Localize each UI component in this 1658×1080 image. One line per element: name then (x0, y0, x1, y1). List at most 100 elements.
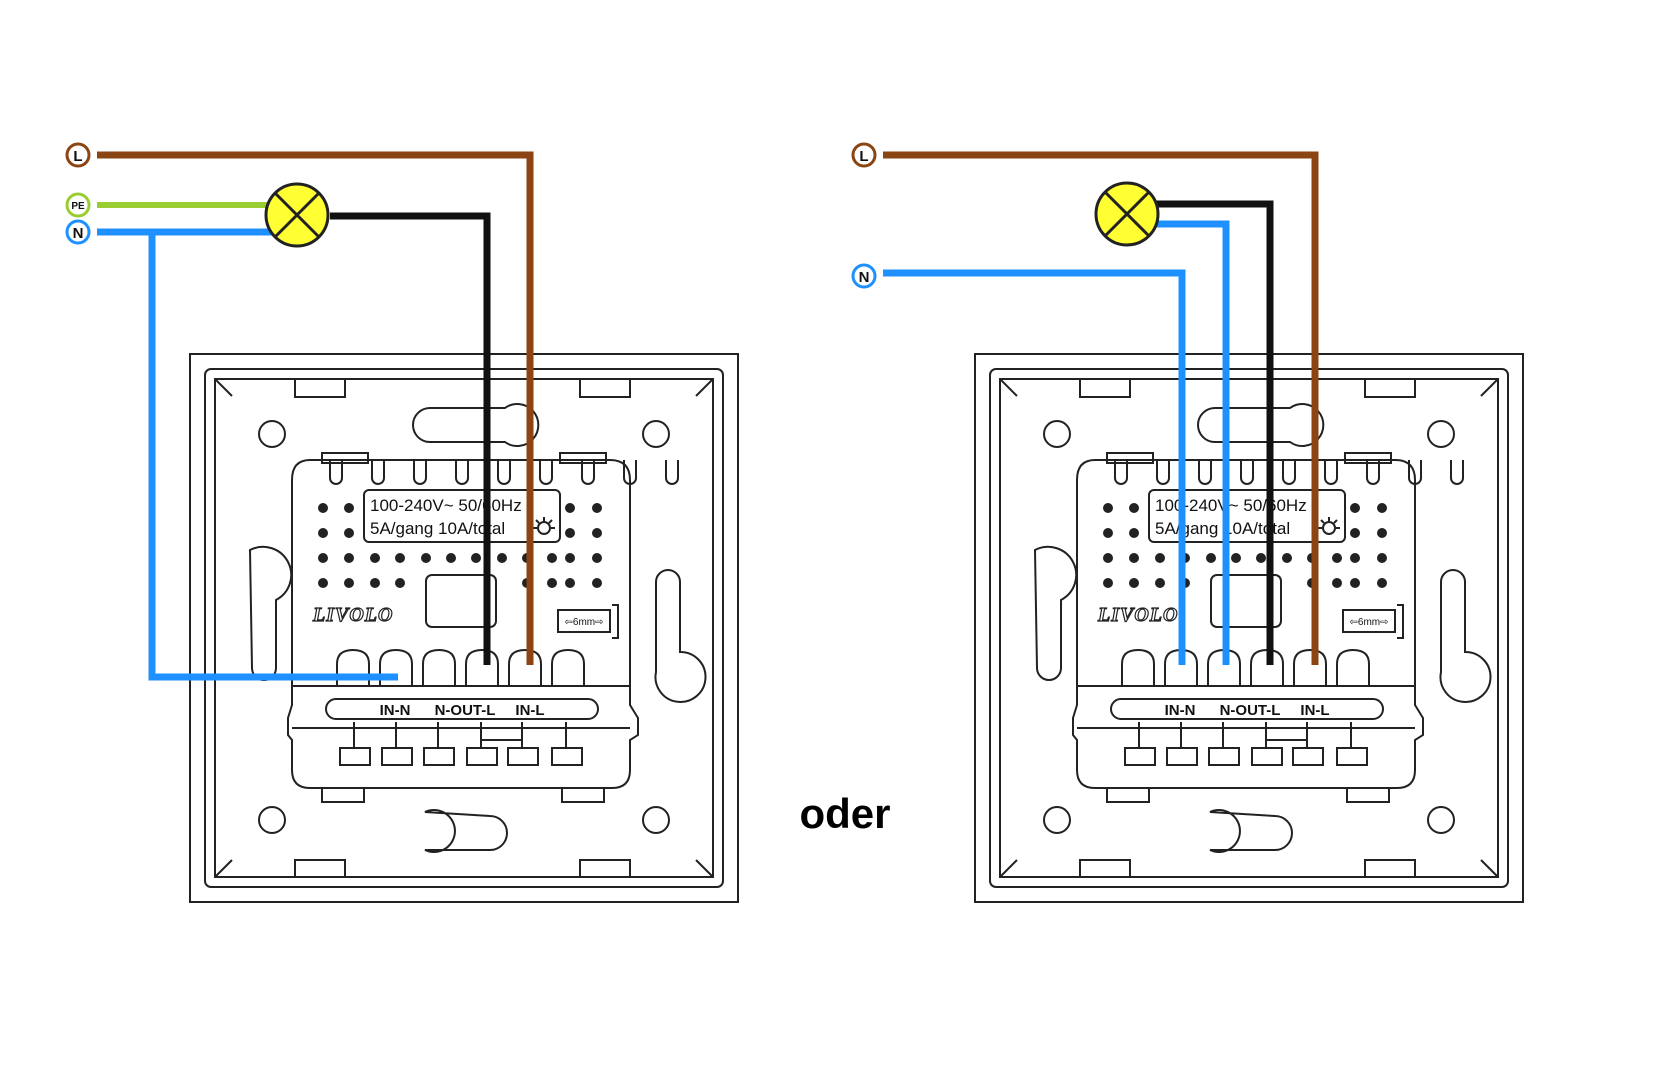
left-label-live-circle (65, 142, 91, 168)
left-diagram: 100-240V~ 50/60Hz 5A/gang 10A/totalLIVOLO… (65, 142, 739, 903)
terminal-0 (336, 648, 370, 687)
center-window (1210, 574, 1282, 628)
left-label-earth-text: PE (71, 201, 85, 212)
vent-dot-3-6 (565, 578, 575, 588)
screw-hole-0 (1043, 420, 1071, 448)
vent-dot-3-3 (395, 578, 405, 588)
vent-dot-2-4 (421, 553, 431, 563)
vent-dot-2-7 (1282, 553, 1292, 563)
slot-top (1197, 403, 1325, 447)
left-output-wire (330, 212, 491, 665)
vent-dot-2-11 (592, 553, 602, 563)
terminal-4 (508, 648, 542, 687)
rating-line-2: 5A/gang 10A/total (370, 519, 505, 538)
left-label-live: L (65, 142, 91, 168)
vent-dot-3-2 (1155, 578, 1165, 588)
vent-dot-2-5 (1231, 553, 1241, 563)
top-tab-6 (1366, 460, 1380, 485)
inner-frame (204, 368, 724, 888)
screw-hole-2 (258, 806, 286, 834)
clip-bottom-left (294, 859, 346, 878)
vent-dot-2-11 (1377, 553, 1387, 563)
top-tab-1 (371, 460, 385, 485)
chamfer-bl (999, 859, 1018, 878)
outer-frame (189, 353, 739, 903)
bottom-pin-2 (1208, 747, 1240, 766)
vent-dot-3-0 (1103, 578, 1113, 588)
left-lamp-cross-b (273, 191, 321, 239)
strip-gauge-box (1342, 609, 1396, 633)
separator-text: oder (799, 790, 890, 837)
clip-top-right (579, 378, 631, 398)
slot-bottom (424, 809, 508, 853)
left-neutral-to-module-wire (148, 232, 398, 681)
module-body (287, 459, 639, 789)
strip-gauge-bracket (612, 604, 619, 639)
bulb-ray-4 (548, 519, 553, 524)
vent-dot-3-2 (370, 578, 380, 588)
strip-gauge-text: ⇦6mm⇨ (1350, 617, 1389, 628)
clip-top-left (1079, 378, 1131, 398)
module-body (1072, 459, 1424, 789)
clip-bottom-left (1079, 859, 1131, 878)
left-label-live-text: L (73, 148, 82, 165)
terminal-label-in-n: IN-N (1165, 702, 1196, 719)
vent-dot-2-10 (565, 553, 575, 563)
right-label-neutral-circle (851, 263, 877, 289)
top-tab-7 (1408, 460, 1422, 485)
vent-dot-3-1 (344, 578, 354, 588)
vent-dot-2-4 (1206, 553, 1216, 563)
bottom-bridge (480, 739, 523, 748)
screw-hole-0 (258, 420, 286, 448)
rating-line-1: 100-240V~ 50/60Hz (370, 496, 522, 515)
terminal-label-n-out-l: N-OUT-L (435, 702, 496, 719)
vent-dot-2-1 (344, 553, 354, 563)
bulb-symbol-icon (537, 521, 551, 535)
foot-left (1106, 787, 1150, 803)
terminal-5 (551, 648, 585, 687)
inner-frame (989, 368, 1509, 888)
top-tab-4 (1282, 460, 1296, 485)
vent-dot-0-2 (1350, 503, 1360, 513)
right-neutral-from-lamp-wire (1150, 220, 1230, 665)
vent-dot-1-2 (565, 528, 575, 538)
left-label-earth: PE (65, 192, 91, 218)
left-lamp (264, 182, 330, 248)
terminal-2 (422, 648, 456, 687)
screw-hole-3 (1427, 806, 1455, 834)
rating-box (1148, 489, 1346, 543)
top-tab-7 (623, 460, 637, 485)
terminal-label-bar (325, 698, 599, 720)
vent-dot-2-1 (1129, 553, 1139, 563)
right-label-neutral-text: N (859, 269, 870, 286)
brand-logo-text: LIVOLO (312, 604, 393, 626)
top-cap-left (321, 452, 369, 464)
rating-line-1: 100-240V~ 50/60Hz (1155, 496, 1307, 515)
terminal-4 (1293, 648, 1327, 687)
vent-dot-3-0 (318, 578, 328, 588)
chamfer-tr (695, 378, 714, 397)
bottom-pin-1 (1166, 747, 1198, 766)
vent-dot-3-7 (592, 578, 602, 588)
terminal-3 (465, 648, 499, 687)
right-lamp-cross-b (1103, 190, 1151, 238)
vent-dot-2-0 (318, 553, 328, 563)
top-tab-5 (539, 460, 553, 485)
slot-right (654, 569, 707, 703)
vent-dot-2-10 (1350, 553, 1360, 563)
screw-hole-1 (1427, 420, 1455, 448)
bottom-pin-0 (1124, 747, 1156, 766)
vent-dot-0-2 (565, 503, 575, 513)
bottom-pin-1 (381, 747, 413, 766)
right-live-wire (883, 151, 1319, 665)
terminal-label-in-l: IN-L (515, 702, 544, 719)
bottom-pin-5 (1336, 747, 1368, 766)
vent-dot-1-0 (1103, 528, 1113, 538)
terminal-label-in-n: IN-N (380, 702, 411, 719)
screw-hole-1 (642, 420, 670, 448)
bottom-pin-2 (423, 747, 455, 766)
inner-plate (999, 378, 1499, 878)
top-tab-4 (497, 460, 511, 485)
